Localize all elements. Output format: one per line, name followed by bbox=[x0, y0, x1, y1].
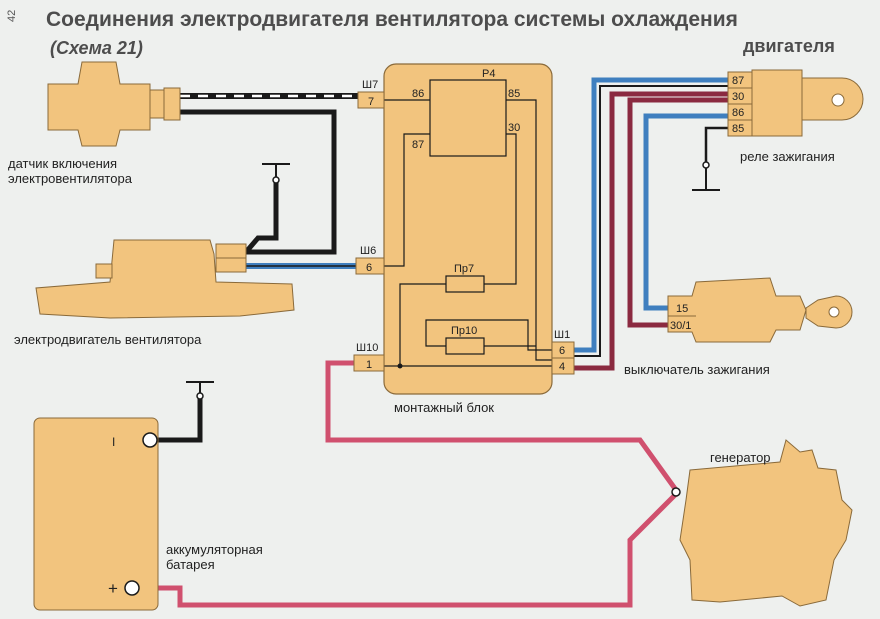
fuse-pr7-label: Пр7 bbox=[454, 263, 474, 275]
relay-r4-pin-86: 86 bbox=[412, 88, 424, 100]
battery-label-line1: аккумуляторная bbox=[166, 542, 263, 557]
sh6-name: Ш6 bbox=[360, 245, 376, 257]
wire-sensor-to-motor bbox=[180, 109, 337, 255]
relay-r4-name: Р4 bbox=[482, 68, 495, 80]
ignition-switch-label: выключатель зажигания bbox=[624, 362, 770, 377]
ign-relay-pin-85: 85 bbox=[732, 123, 744, 135]
sh10-name: Ш10 bbox=[356, 342, 378, 354]
fuse-pr10-label: Пр10 bbox=[451, 325, 477, 337]
fan-switch-sensor bbox=[47, 61, 181, 147]
generator-label: генератор bbox=[710, 450, 771, 465]
wire-relay30-to-switch bbox=[627, 97, 728, 328]
sh1-pin-6: 6 bbox=[559, 345, 565, 357]
sh7-name: Ш7 bbox=[362, 79, 378, 91]
ignition-relay-label: реле зажигания bbox=[740, 149, 835, 164]
ign-relay-pin-87: 87 bbox=[732, 75, 744, 87]
generator bbox=[671, 439, 853, 607]
wire-sh1-6-black-trace bbox=[570, 85, 728, 357]
fuse-pr10 bbox=[445, 337, 485, 355]
wire-sh10-to-generator bbox=[325, 360, 679, 492]
sh7-pin: 7 bbox=[368, 96, 374, 108]
fuse-pr7 bbox=[445, 275, 485, 293]
ign-switch-pin-30-1: 30/1 bbox=[670, 320, 691, 332]
fan-motor bbox=[35, 239, 295, 319]
wire-relay85-ground bbox=[704, 126, 728, 165]
sensor-label-line2: электровентилятора bbox=[8, 171, 132, 186]
ign-switch-pin-15: 15 bbox=[676, 303, 688, 315]
ignition-switch bbox=[667, 277, 853, 343]
wire-battery-ground bbox=[152, 396, 203, 443]
wire-motor-ground bbox=[244, 178, 279, 254]
sh10-pin: 1 bbox=[366, 359, 372, 371]
mounting-block bbox=[383, 63, 553, 395]
battery bbox=[33, 417, 159, 611]
battery-label-line2: батарея bbox=[166, 557, 215, 572]
wire-relay86-to-switch bbox=[643, 113, 728, 311]
wire-sh1-6-blue bbox=[570, 77, 728, 353]
mounting-block-label: монтажный блок bbox=[394, 400, 494, 415]
ignition-relay bbox=[727, 69, 864, 137]
connector-sh7 bbox=[357, 91, 385, 109]
battery-negative-mark: I bbox=[112, 435, 115, 449]
ground-symbol-relay bbox=[692, 168, 720, 191]
battery-positive-mark: + bbox=[108, 579, 118, 598]
relay-r4-pin-87: 87 bbox=[412, 139, 424, 151]
sensor-label-line1: датчик включения bbox=[8, 156, 118, 171]
relay-r4-pin-85: 85 bbox=[508, 88, 520, 100]
relay-r4-pin-30: 30 bbox=[508, 122, 520, 134]
connector-sh6 bbox=[355, 257, 385, 275]
page-title-end: двигателя bbox=[743, 36, 835, 56]
ign-relay-pin-86: 86 bbox=[732, 107, 744, 119]
sh1-pin-4: 4 bbox=[559, 361, 565, 373]
motor-label: электродвигатель вентилятора bbox=[14, 332, 202, 347]
wire-sh1-4-darkred bbox=[570, 91, 728, 371]
scheme-number: (Схема 21) bbox=[50, 38, 143, 58]
wire-battery-to-generator bbox=[142, 492, 678, 608]
sh1-name: Ш1 bbox=[554, 329, 570, 341]
ign-relay-pin-30: 30 bbox=[732, 91, 744, 103]
page-title: Соединения электродвигателя вентилятора … bbox=[46, 8, 738, 31]
sh6-pin: 6 bbox=[366, 262, 372, 274]
connector-sh10 bbox=[353, 354, 385, 372]
